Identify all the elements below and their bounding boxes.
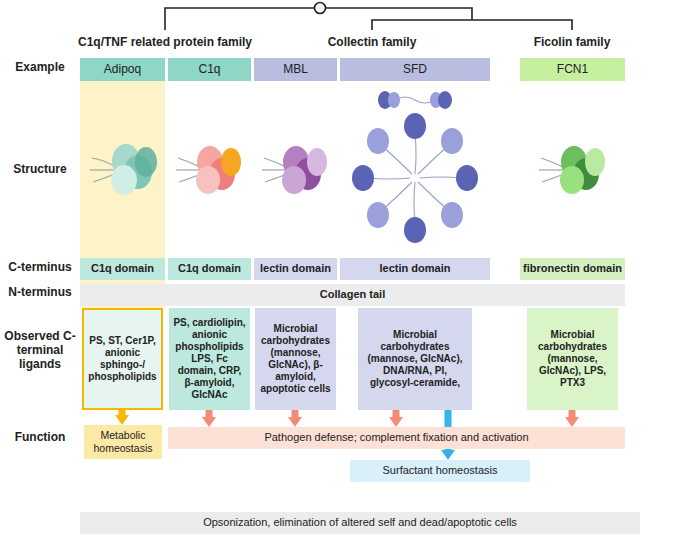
function-box: Metabolic homeostasis: [84, 425, 162, 459]
row-label: Observed C-terminal ligands: [2, 330, 78, 371]
function-arrow: [393, 410, 400, 417]
row-label: N-terminus: [2, 286, 78, 300]
node-text: fibronectin domain: [523, 262, 622, 275]
c-terminus-box: C1q domain: [80, 258, 165, 280]
node-text: Microbial carbohydrates (mannose, GlcNAc…: [361, 329, 469, 389]
row-label: Example: [2, 61, 78, 75]
ligand-box: PS, ST, Cer1P, anionic sphingo-/ phospho…: [82, 308, 163, 410]
bracket-line: [372, 20, 572, 30]
example-header: Adipoq: [80, 58, 165, 81]
function-arrow: [292, 410, 299, 417]
function-arrow: [206, 410, 213, 417]
row-label: Function: [2, 431, 78, 445]
node-text: PS, ST, Cer1P, anionic sphingo-/ phospho…: [87, 335, 158, 383]
node-text: SFD: [403, 62, 427, 76]
row-label: C-terminus: [2, 261, 78, 275]
c-terminus-box: C1q domain: [168, 258, 251, 280]
adipoq-structure: [90, 144, 157, 195]
example-header: SFD: [340, 58, 490, 81]
fcn1-structure: [539, 146, 605, 194]
node-text: Microbial carbohydrates (mannose, GlcNAc…: [530, 329, 615, 389]
mbl-structure: [262, 146, 327, 194]
family-title: Ficolin family: [522, 36, 622, 50]
collagen-bar: Collagen tail: [80, 284, 625, 306]
node-text: C1q domain: [91, 262, 154, 275]
function-bar: Opsonization, elimination of altered sel…: [80, 512, 640, 534]
example-header: MBL: [254, 58, 337, 81]
ligand-box: Microbial carbohydrates (mannose, GlcNAc…: [255, 308, 336, 410]
node-text: Microbial carbohydrates (mannose, GlcNAc…: [258, 323, 333, 395]
family-title: Collectin family: [297, 36, 447, 50]
ligand-box: Microbial carbohydrates (mannose, GlcNAc…: [358, 308, 472, 410]
row-label: Structure: [2, 163, 78, 177]
node-text: Adipoq: [104, 62, 141, 76]
c-terminus-box: lectin domain: [254, 258, 337, 280]
bracket-node: [315, 3, 326, 14]
column-highlight: [80, 78, 165, 308]
example-header: FCN1: [520, 58, 625, 81]
node-text: Pathogen defense; complement fixation an…: [264, 431, 528, 444]
ligand-box: PS, cardiolipin, anionic phospholipids L…: [169, 308, 250, 410]
node-text: lectin domain: [260, 262, 331, 275]
node-text: Surfactant homeostasis: [383, 464, 498, 477]
node-text: FCN1: [557, 62, 588, 76]
family-bracket: [165, 8, 572, 30]
c-terminus-box: fibronectin domain: [520, 258, 625, 280]
function-bar: Pathogen defense; complement fixation an…: [168, 427, 625, 449]
node-text: Opsonization, elimination of altered sel…: [203, 516, 517, 529]
ligand-box: Microbial carbohydrates (mannose, GlcNAc…: [527, 308, 618, 410]
function-box: Surfactant homeostasis: [350, 460, 530, 482]
sfd-structure: [352, 91, 478, 243]
node-text: Collagen tail: [320, 288, 385, 301]
node-text: lectin domain: [380, 262, 451, 275]
node-text: PS, cardiolipin, anionic phospholipids L…: [172, 317, 247, 401]
node-text: MBL: [283, 62, 308, 76]
example-header: C1q: [168, 58, 251, 81]
family-title: C1q/TNF related protein family: [60, 36, 270, 50]
c1q-structure: [176, 146, 241, 194]
node-text: Metabolic homeostasis: [87, 429, 159, 454]
node-text: C1q: [198, 62, 220, 76]
function-arrow: [119, 410, 126, 415]
c-terminus-box: lectin domain: [340, 258, 490, 280]
node-text: C1q domain: [178, 262, 241, 275]
function-arrow: [569, 410, 576, 417]
